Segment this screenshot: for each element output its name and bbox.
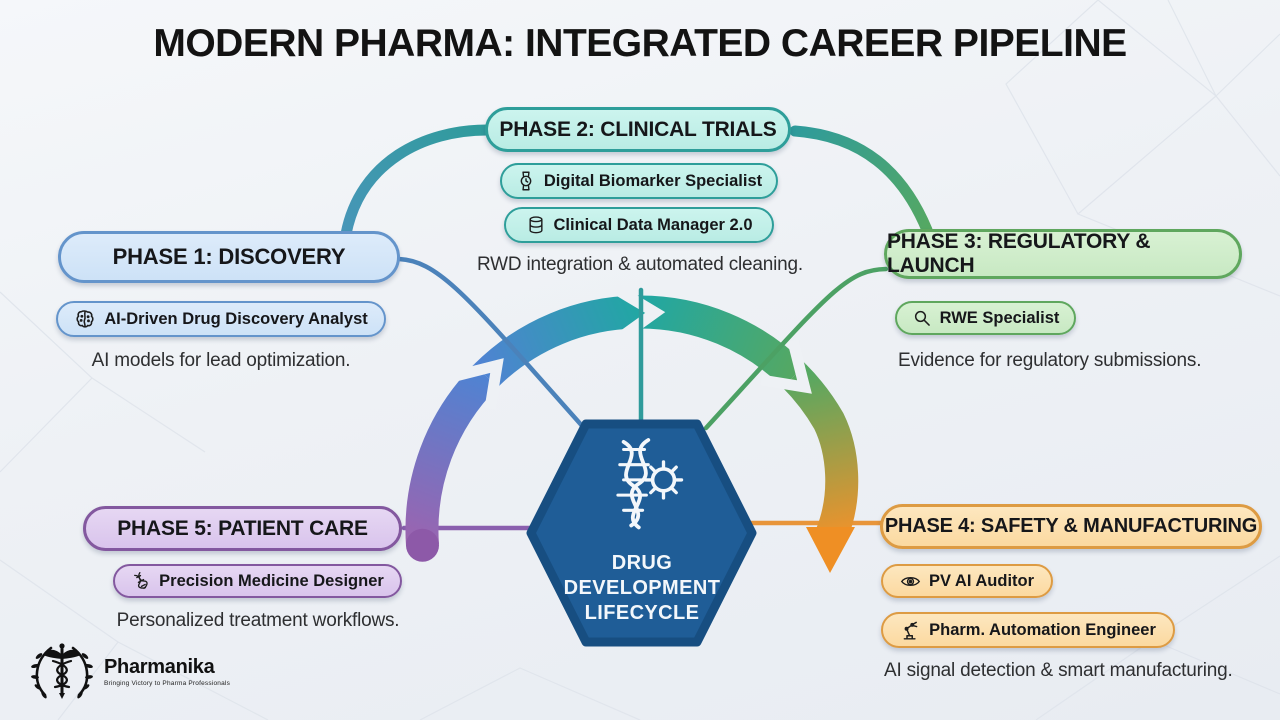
phase1-caption: AI models for lead optimization. <box>91 350 351 371</box>
dna-icon <box>134 571 148 590</box>
role-label: PV AI Auditor <box>928 571 1035 590</box>
role-pill-digital-biomarker-specialist: Digital Biomarker Specialist <box>500 163 778 199</box>
role-label: AI-Driven Drug Discovery Analyst <box>104 309 368 328</box>
hex-line-3: LIFECYCLE <box>584 602 700 624</box>
phase4-caption: AI signal detection & smart manufacturin… <box>884 660 1233 681</box>
phase3-connector-line <box>703 266 889 431</box>
database-icon <box>528 216 543 234</box>
search-icon <box>914 310 930 326</box>
role-label: Clinical Data Manager 2.0 <box>553 215 753 234</box>
phase1-header-pill: PHASE 1: DISCOVERY <box>58 231 400 283</box>
role-pill-rwe-specialist: RWE Specialist <box>895 301 1076 335</box>
phase3-caption: Evidence for regulatory submissions. <box>898 350 1202 371</box>
page-title: MODERN PHARMA: INTEGRATED CAREER PIPELIN… <box>153 22 1127 65</box>
logo-tagline: Bringing Victory to Pharma Professionals <box>104 679 231 687</box>
phase3-header-pill: PHASE 3: REGULATORY & LAUNCH <box>884 229 1242 279</box>
center-hexagon <box>526 419 757 647</box>
hex-line-2: DEVELOPMENT <box>563 577 721 599</box>
phase4-header-pill: PHASE 4: SAFETY & MANUFACTURING <box>880 504 1262 549</box>
role-pill-pv-ai-auditor: PV AI Auditor <box>881 564 1053 598</box>
role-label: Pharm. Automation Engineer <box>929 620 1156 639</box>
role-pill-ai-drug-discovery-analyst: AI-Driven Drug Discovery Analyst <box>56 301 386 337</box>
logo-name: Pharmanika <box>104 655 215 678</box>
ring-chevron-gaps <box>449 283 812 410</box>
brain-icon <box>76 310 94 328</box>
ring-start-cap <box>406 528 439 562</box>
ring-arrowhead <box>806 527 855 573</box>
phase1-to-phase2-swoosh <box>340 124 493 240</box>
phase1-connector-line <box>396 256 587 431</box>
role-label: Digital Biomarker Specialist <box>543 171 763 190</box>
role-pill-pharm-automation-engineer: Pharm. Automation Engineer <box>881 612 1175 648</box>
phase4-title: PHASE 4: SAFETY & MANUFACTURING <box>884 515 1258 537</box>
role-pill-precision-medicine-designer: Precision Medicine Designer <box>113 564 402 598</box>
phase5-header-pill: PHASE 5: PATIENT CARE <box>83 506 402 551</box>
eye-icon <box>900 576 921 586</box>
caduceus-wreath-icon <box>31 643 93 699</box>
hex-line-1: DRUG <box>611 552 673 574</box>
center-hexagon-label: DRUG DEVELOPMENT LIFECYCLE <box>532 551 752 626</box>
role-label: RWE Specialist <box>939 308 1060 327</box>
phase1-title: PHASE 1: DISCOVERY <box>112 244 346 269</box>
phase2-to-phase3-swoosh <box>789 125 933 236</box>
watch-icon <box>520 171 532 191</box>
phase5-title: PHASE 5: PATIENT CARE <box>117 516 368 540</box>
dna-gear-icon <box>616 438 684 530</box>
phase3-title: PHASE 3: REGULATORY & LAUNCH <box>887 230 1151 277</box>
role-label: Precision Medicine Designer <box>159 571 384 590</box>
phase5-caption: Personalized treatment workflows. <box>116 610 400 631</box>
brand-logo: Pharmanika Bringing Victory to Pharma Pr… <box>26 640 230 702</box>
robot-arm-icon <box>903 621 918 640</box>
phase2-caption: RWD integration & automated cleaning. <box>477 254 803 275</box>
role-pill-clinical-data-manager: Clinical Data Manager 2.0 <box>504 207 774 243</box>
phase2-header-pill: PHASE 2: CLINICAL TRIALS <box>485 107 791 152</box>
phase2-title: PHASE 2: CLINICAL TRIALS <box>499 117 777 141</box>
